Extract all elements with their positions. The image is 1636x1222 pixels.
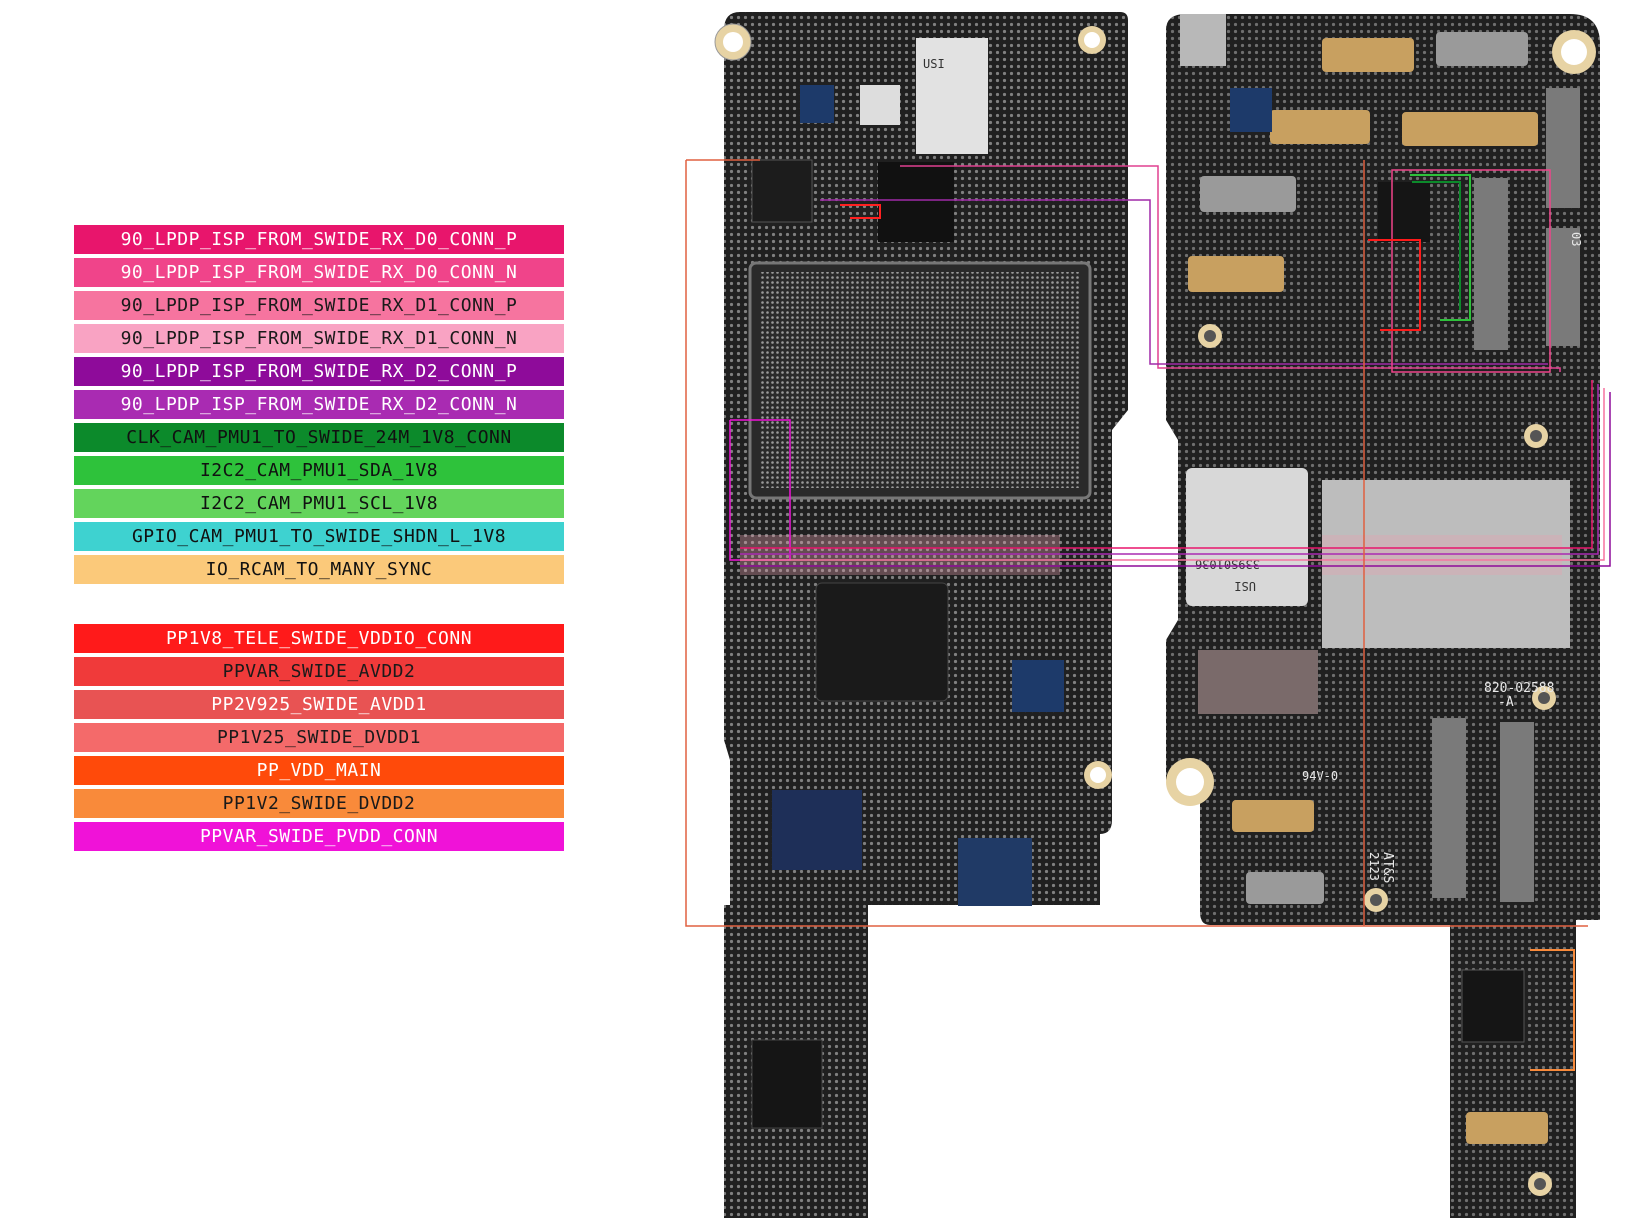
power-legend-item-6: PPVAR_SWIDE_PVDD_CONN <box>74 822 564 851</box>
connector-1 <box>1322 38 1414 72</box>
connector-bottom-1 <box>1232 800 1314 832</box>
blue-chip-right <box>1230 88 1272 132</box>
highlight-pads-right <box>1322 535 1562 575</box>
trace-bus-3 <box>740 388 1605 561</box>
signal-legend-item-4: 90_LPDP_ISP_FROM_SWIDE_RX_D2_CONN_P <box>74 357 564 386</box>
trace-pink-top <box>900 165 1561 372</box>
connector-vertical-2 <box>1546 88 1580 208</box>
connector-vertical-5 <box>1500 722 1534 902</box>
power-legend-item-4: PP_VDD_MAIN <box>74 756 564 785</box>
chip-blue-2 <box>1012 660 1064 712</box>
dark-chip-right-top <box>1378 182 1430 242</box>
usi-module <box>916 38 988 154</box>
signal-legend-item-6: CLK_CAM_PMU1_TO_SWIDE_24M_1V8_CONN <box>74 423 564 452</box>
connector-vertical-3 <box>1546 228 1580 346</box>
year-label: 2123 <box>1367 852 1381 881</box>
ram-chip <box>815 582 949 702</box>
chip-blue-4 <box>772 790 862 870</box>
connector-3 <box>1270 110 1370 144</box>
right-board: USI 339S01036 820-02588 -A 94V-0 AT&S 21… <box>1166 14 1600 1218</box>
connector-2 <box>1436 32 1528 66</box>
connector-6 <box>1188 256 1284 292</box>
soc-bga-field <box>760 272 1080 488</box>
signal-legend-item-10: IO_RCAM_TO_MANY_SYNC <box>74 555 564 584</box>
usi-mid-label: USI <box>1234 579 1256 593</box>
trace-green-1 <box>1410 174 1471 321</box>
signal-legend: 90_LPDP_ISP_FROM_SWIDE_RX_D0_CONN_P 90_LP… <box>74 225 564 588</box>
signal-legend-item-9: GPIO_CAM_PMU1_TO_SWIDE_SHDN_L_1V8 <box>74 522 564 551</box>
trace-orange-bottom-right <box>1530 949 1575 1071</box>
connector-vertical-1 <box>1474 178 1508 350</box>
signal-legend-item-3: 90_LPDP_ISP_FROM_SWIDE_RX_D1_CONN_N <box>74 324 564 353</box>
trace-orange-box <box>685 160 1588 927</box>
power-legend-item-2: PP2V925_SWIDE_AVDD1 <box>74 690 564 719</box>
connector-vertical-4 <box>1432 718 1466 898</box>
side-code-label: 03 <box>1569 232 1583 246</box>
signal-legend-item-1: 90_LPDP_ISP_FROM_SWIDE_RX_D0_CONN_N <box>74 258 564 287</box>
trace-green-2 <box>1412 181 1461 310</box>
power-legend-item-5: PP1V2_SWIDE_DVDD2 <box>74 789 564 818</box>
power-stage-pads <box>1198 650 1318 714</box>
part-number-label: 820-02588 <box>1484 681 1554 696</box>
usi-top-label: USI <box>923 57 945 71</box>
signal-legend-item-8: I2C2_CAM_PMU1_SCL_1V8 <box>74 489 564 518</box>
left-board: USI <box>700 12 1128 1218</box>
rating-label: 94V-0 <box>1302 769 1338 783</box>
chip-blue-3 <box>958 838 1032 906</box>
usi-chip-mid <box>1186 468 1308 606</box>
connector-bottom-2 <box>1246 872 1324 904</box>
trace-purple-top <box>820 199 1548 365</box>
trace-bus-4 <box>740 392 1611 567</box>
chip-top-left <box>751 159 813 223</box>
signal-legend-item-5: 90_LPDP_ISP_FROM_SWIDE_RX_D2_CONN_N <box>74 390 564 419</box>
power-legend-item-0: PP1V8_TELE_SWIDE_VDDIO_CONN <box>74 624 564 653</box>
trace-pink-rect <box>1391 169 1551 373</box>
revision-label: -A <box>1498 695 1514 710</box>
corner-bracket <box>1180 14 1226 66</box>
signal-legend-item-7: I2C2_CAM_PMU1_SDA_1V8 <box>74 456 564 485</box>
chip-blue-1 <box>800 85 834 123</box>
usi-code-label: 339S01036 <box>1195 557 1260 571</box>
trace-overlays <box>685 159 1611 1071</box>
bottom-right-chip <box>1461 969 1525 1043</box>
maker-label: AT&S <box>1380 852 1395 883</box>
chip-top-center <box>878 162 954 242</box>
signal-legend-item-2: 90_LPDP_ISP_FROM_SWIDE_RX_D1_CONN_P <box>74 291 564 320</box>
power-legend: PP1V8_TELE_SWIDE_VDDIO_CONN PPVAR_SWIDE_A… <box>74 624 564 855</box>
highlight-pads <box>740 535 1060 575</box>
connector-4 <box>1402 112 1538 146</box>
chip-bottom-pmic <box>751 1039 823 1129</box>
power-legend-item-3: PP1V25_SWIDE_DVDD1 <box>74 723 564 752</box>
connector-bottom-3 <box>1466 1112 1548 1144</box>
trace-red-1 <box>840 204 881 219</box>
trace-bus-1 <box>740 380 1593 549</box>
trace-bus-2 <box>740 384 1599 555</box>
connector-5 <box>1200 176 1296 212</box>
power-legend-item-1: PPVAR_SWIDE_AVDD2 <box>74 657 564 686</box>
signal-legend-item-0: 90_LPDP_ISP_FROM_SWIDE_RX_D0_CONN_P <box>74 225 564 254</box>
qr-sticker <box>860 85 900 125</box>
trace-red-right <box>1368 239 1421 331</box>
